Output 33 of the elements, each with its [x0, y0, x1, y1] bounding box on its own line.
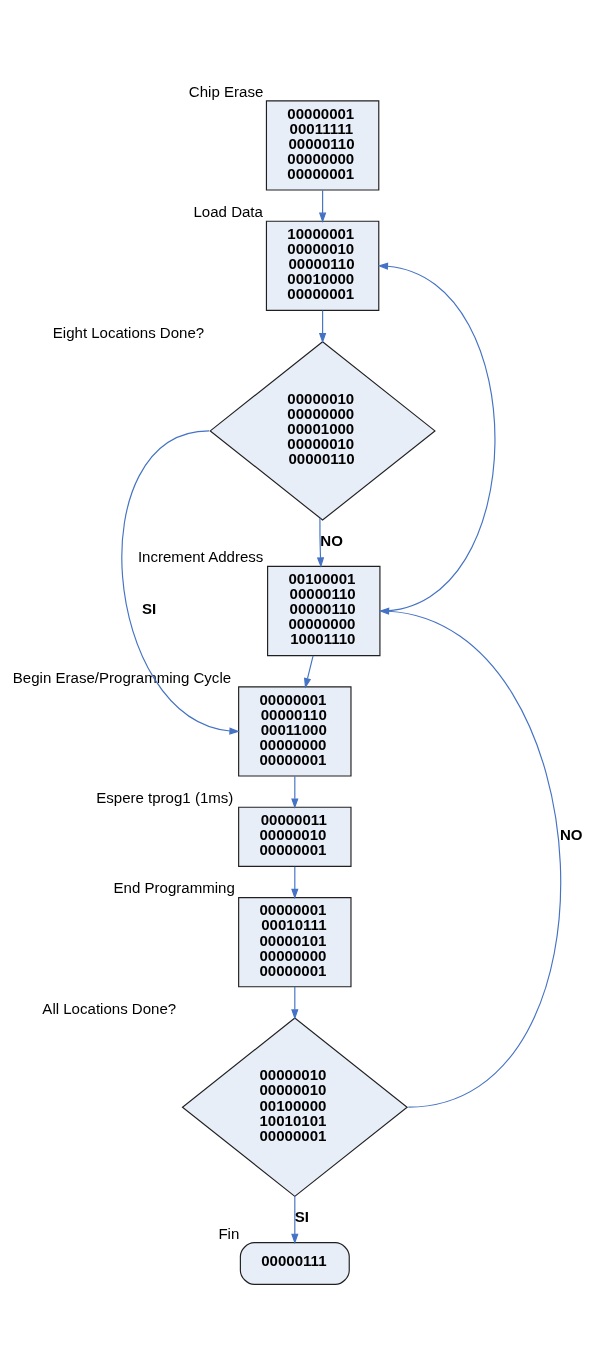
node-box: 10000001 00000010 00000110 00010000 00000001 [265, 220, 380, 312]
edge-label: NO [320, 532, 343, 549]
node-box: 00000001 00011111 00000110 00000000 00000001 [265, 100, 380, 191]
edge-label: SI [141, 599, 157, 617]
arrow [318, 189, 327, 223]
node-box: 00000011 00000010 00000001 [238, 806, 352, 867]
node-box: 00000001 00010111 00000101 00000000 00000001 [238, 897, 352, 988]
arrow [291, 986, 299, 1020]
node-label: Chip Erase [188, 82, 264, 100]
edge-label: SI [294, 1208, 310, 1226]
arrow [378, 607, 561, 1108]
node-label: Fin [218, 1224, 240, 1242]
arrow [291, 775, 299, 809]
node-label: Espere tprog1 (1ms) [96, 789, 234, 807]
node-label: All Locations Done? [42, 999, 177, 1017]
arrow [377, 262, 496, 612]
node-label: Eight Locations Done? [52, 323, 205, 341]
arrow [291, 866, 299, 900]
node-label: Increment Address [137, 548, 264, 566]
arrow [121, 430, 240, 735]
arrow [291, 1196, 299, 1245]
edge-label: NO [560, 825, 583, 843]
arrow [304, 655, 314, 689]
node-diamond: 00000010 00000000 00001000 00000010 00000110 [209, 340, 436, 521]
node-diamond: 00000010 00000010 00100000 10010101 00000001 [181, 1017, 409, 1198]
arrow [316, 517, 325, 568]
node-label: End Programming [113, 879, 235, 897]
node-box: 00100001 00000110 00000110 00000000 10001110 [267, 565, 381, 657]
node-box: 00000001 00000110 00011000 00000000 00000001 [238, 686, 352, 777]
node-box: 00000111 [239, 1242, 350, 1285]
node-label: Begin Erase/Programming Cycle [12, 668, 232, 686]
arrow [318, 310, 327, 344]
node-label: Load Data [193, 203, 263, 221]
